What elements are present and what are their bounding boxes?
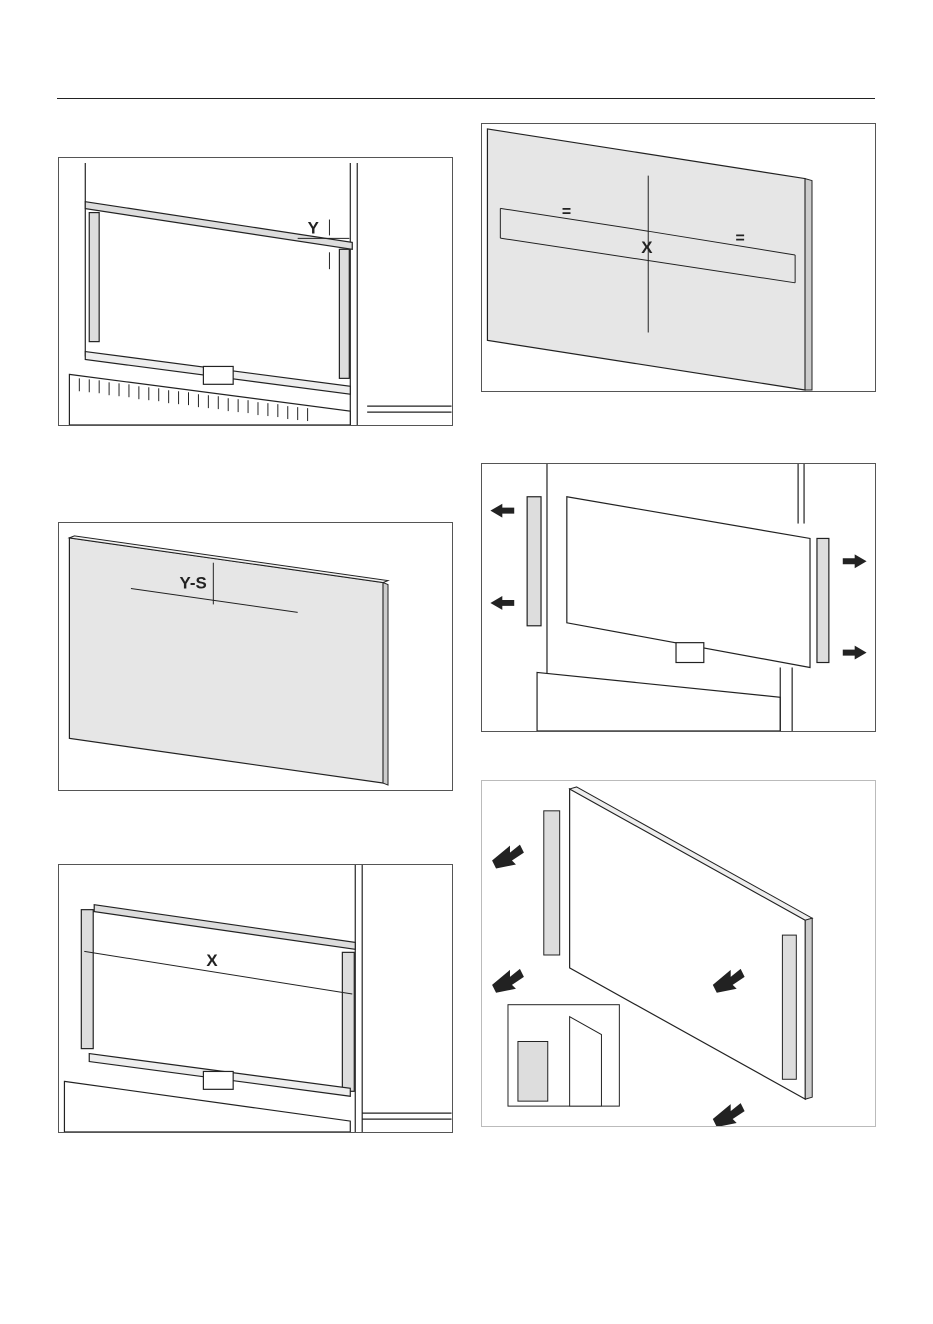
figure-3-dim-label: X: [206, 951, 218, 970]
figure-mount-rails: [481, 780, 876, 1127]
figure-mount-rails-drawing: [482, 781, 875, 1126]
figure-measure-y-drawing: Y: [59, 158, 452, 425]
figure-measure-x-door-drawing: = = X: [482, 124, 875, 391]
figure-measure-y: Y: [58, 157, 453, 426]
figure-4-right-label: =: [736, 230, 745, 247]
figure-4-dim-label: X: [641, 238, 653, 257]
figure-measure-y-s: Y-S: [58, 522, 453, 791]
figure-2-dim-label: Y-S: [180, 574, 207, 593]
figure-remove-rails: [481, 463, 876, 732]
figure-4-left-label: =: [562, 203, 571, 220]
header-rule: [57, 98, 875, 99]
figure-1-dim-label: Y: [308, 218, 319, 237]
figure-remove-rails-drawing: [482, 464, 875, 731]
figure-measure-x-cabinet: X: [58, 864, 453, 1133]
figure-measure-x-cabinet-drawing: X: [59, 865, 452, 1132]
figure-measure-y-s-drawing: Y-S: [59, 523, 452, 790]
figure-measure-x-door: = = X: [481, 123, 876, 392]
